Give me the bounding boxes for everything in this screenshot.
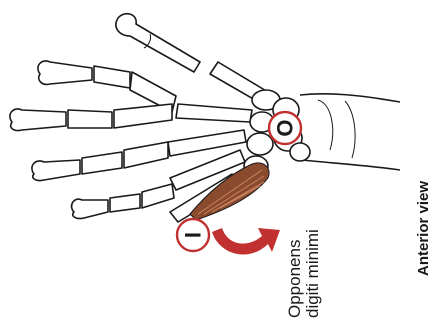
insertion-marker: I [177,219,209,251]
muscle-name-line1: Opponens [285,240,304,318]
view-label: Anterior view [415,181,432,276]
little-finger-bones [72,184,174,219]
thumb-bones [116,14,200,72]
insertion-marker-letter: I [181,232,206,238]
curved-action-arrow-icon [212,228,280,254]
forearm-outline [300,94,400,170]
muscle-name-label: Opponens digiti minimi [285,229,322,318]
middle-finger-bones [10,104,172,131]
ring-finger-bones [32,142,168,181]
origin-marker-letter: O [273,119,298,136]
muscle-name-line2: digiti minimi [303,229,322,318]
index-finger-bones [38,61,176,112]
origin-marker: O [269,112,301,144]
